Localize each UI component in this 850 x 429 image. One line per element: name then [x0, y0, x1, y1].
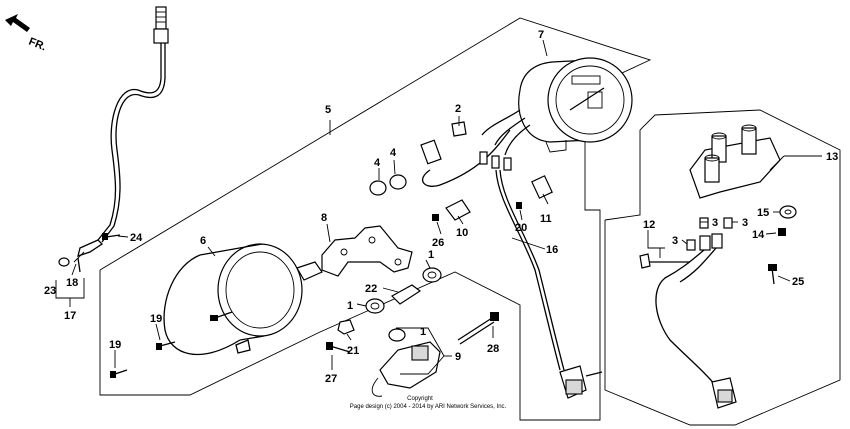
callout-4a: 4	[374, 157, 381, 169]
callout-3c: 3	[672, 235, 678, 247]
callout-23: 23	[44, 285, 56, 297]
bracket-9	[371, 341, 441, 397]
callout-5: 5	[325, 104, 331, 116]
callout-16: 16	[546, 244, 558, 256]
nut-21	[337, 319, 355, 335]
callout-3b: 3	[742, 217, 748, 229]
rubber-15	[779, 205, 797, 219]
callout-1a: 1	[428, 249, 434, 261]
socket-3	[686, 217, 733, 251]
speedometer-cable	[58, 6, 169, 273]
callout-25: 25	[792, 276, 804, 288]
bulb-socket	[420, 121, 467, 165]
callout-1b: 1	[347, 300, 353, 312]
front-label: FR.	[27, 36, 48, 54]
group-outline-5	[99, 17, 652, 421]
collar-22	[391, 284, 422, 305]
screw-26	[432, 214, 439, 221]
callout-6: 6	[200, 235, 206, 247]
callout-18: 18	[66, 277, 78, 289]
callout-19a: 19	[150, 313, 162, 325]
callout-4b: 4	[390, 147, 397, 159]
leader-lines	[55, 39, 822, 375]
callout-13: 13	[826, 151, 838, 163]
copyright-notice: Copyright Page design (c) 2004 - 2014 by…	[350, 396, 507, 410]
meter-bracket-8	[321, 225, 413, 277]
copyright-line-1: Copyright	[407, 396, 433, 402]
group-outline-13	[604, 109, 841, 426]
callout-20: 20	[515, 222, 527, 234]
meter-case-6	[163, 243, 303, 356]
bolt-25	[768, 264, 777, 285]
callout-11: 11	[540, 213, 552, 225]
callout-2: 2	[455, 103, 461, 115]
bolt-27	[326, 342, 351, 353]
callout-22: 22	[365, 283, 377, 295]
cable-adapter-11	[531, 175, 553, 199]
indicator-holder-13	[689, 124, 781, 199]
callout-21: 21	[347, 345, 359, 357]
callout-28: 28	[487, 343, 499, 355]
callout-9: 9	[455, 351, 461, 363]
callout-17: 17	[64, 310, 76, 322]
callout-27: 27	[325, 373, 337, 385]
clip-10	[445, 199, 471, 221]
callout-19b: 19	[109, 339, 121, 351]
callout-14: 14	[752, 229, 765, 241]
callout-3a: 3	[712, 217, 718, 229]
callout-15: 15	[757, 207, 769, 219]
rubber-mount	[296, 261, 323, 281]
callout-1c: 1	[420, 326, 426, 338]
copyright-line-2: Page design (c) 2004 - 2014 by ARI Netwo…	[350, 404, 507, 410]
callout-12: 12	[643, 219, 655, 231]
speedometer-7	[518, 57, 633, 153]
bolt-19	[110, 341, 176, 378]
screw-20	[516, 202, 522, 209]
callout-24: 24	[130, 232, 143, 244]
callout-10: 10	[456, 227, 468, 239]
callout-7: 7	[538, 29, 544, 41]
meter-wiring	[421, 109, 603, 399]
grommet-4	[369, 174, 407, 196]
screw-14	[778, 228, 786, 236]
front-direction-marker: FR.	[5, 14, 48, 53]
indicator-wiring-12	[639, 233, 737, 409]
callout-8: 8	[321, 212, 327, 224]
callout-26: 26	[432, 237, 444, 249]
grommet-1	[365, 267, 442, 342]
bolt-28	[457, 312, 499, 345]
callout-labels: 5 6 7 8 2 4 4 11 10 20 26 16 22 1 1 1 9 …	[44, 29, 838, 385]
bolt-24	[102, 233, 121, 240]
